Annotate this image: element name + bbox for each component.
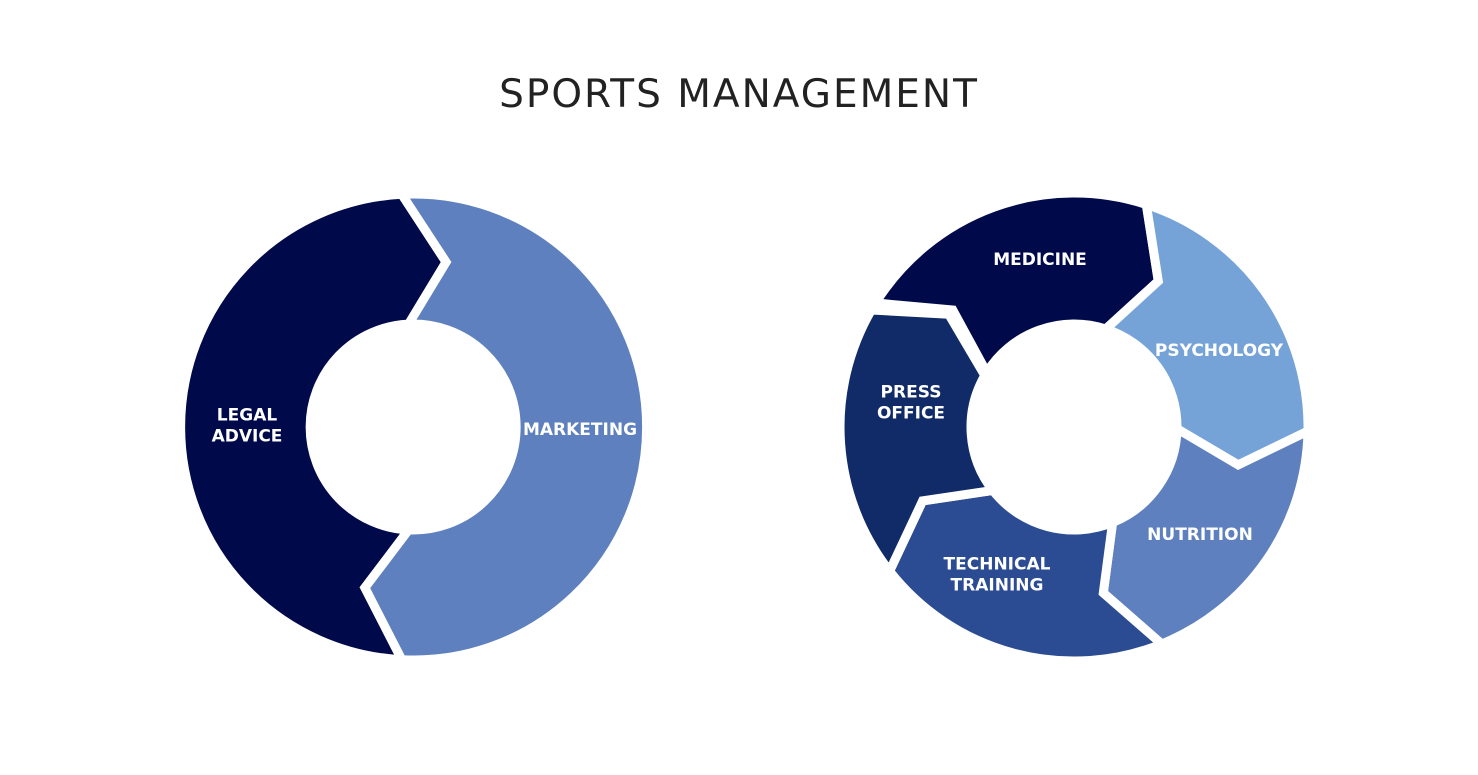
segment-label: MARKETING: [523, 420, 637, 440]
cycle-segment: [176, 189, 452, 665]
cycle-segment: [867, 188, 1164, 382]
segment-label-line: MEDICINE: [993, 250, 1087, 270]
cycle-segment: [1097, 197, 1313, 471]
segment-label-line: ADVICE: [212, 427, 283, 447]
segment-label-line: PSYCHOLOGY: [1155, 341, 1284, 361]
cycle-segment: [1098, 421, 1313, 650]
segment-label: NUTRITION: [1147, 525, 1253, 545]
cycle-segment: [884, 485, 1171, 666]
segment-label-line: TRAINING: [951, 576, 1044, 596]
cycle-segment: [835, 305, 1002, 580]
segment-label-line: PRESS: [881, 383, 942, 403]
segment-label-line: OFFICE: [877, 404, 945, 424]
page-title: SPORTS MANAGEMENT: [499, 72, 979, 117]
segment-label-line: LEGAL: [217, 406, 278, 426]
segment-label-line: TECHNICAL: [944, 555, 1051, 575]
segment-label-line: NUTRITION: [1147, 525, 1253, 545]
cycle-segment: [359, 189, 652, 665]
segment-label-line: MARKETING: [523, 420, 637, 440]
segment-label: MEDICINE: [993, 250, 1087, 270]
segment-label: PSYCHOLOGY: [1155, 341, 1284, 361]
